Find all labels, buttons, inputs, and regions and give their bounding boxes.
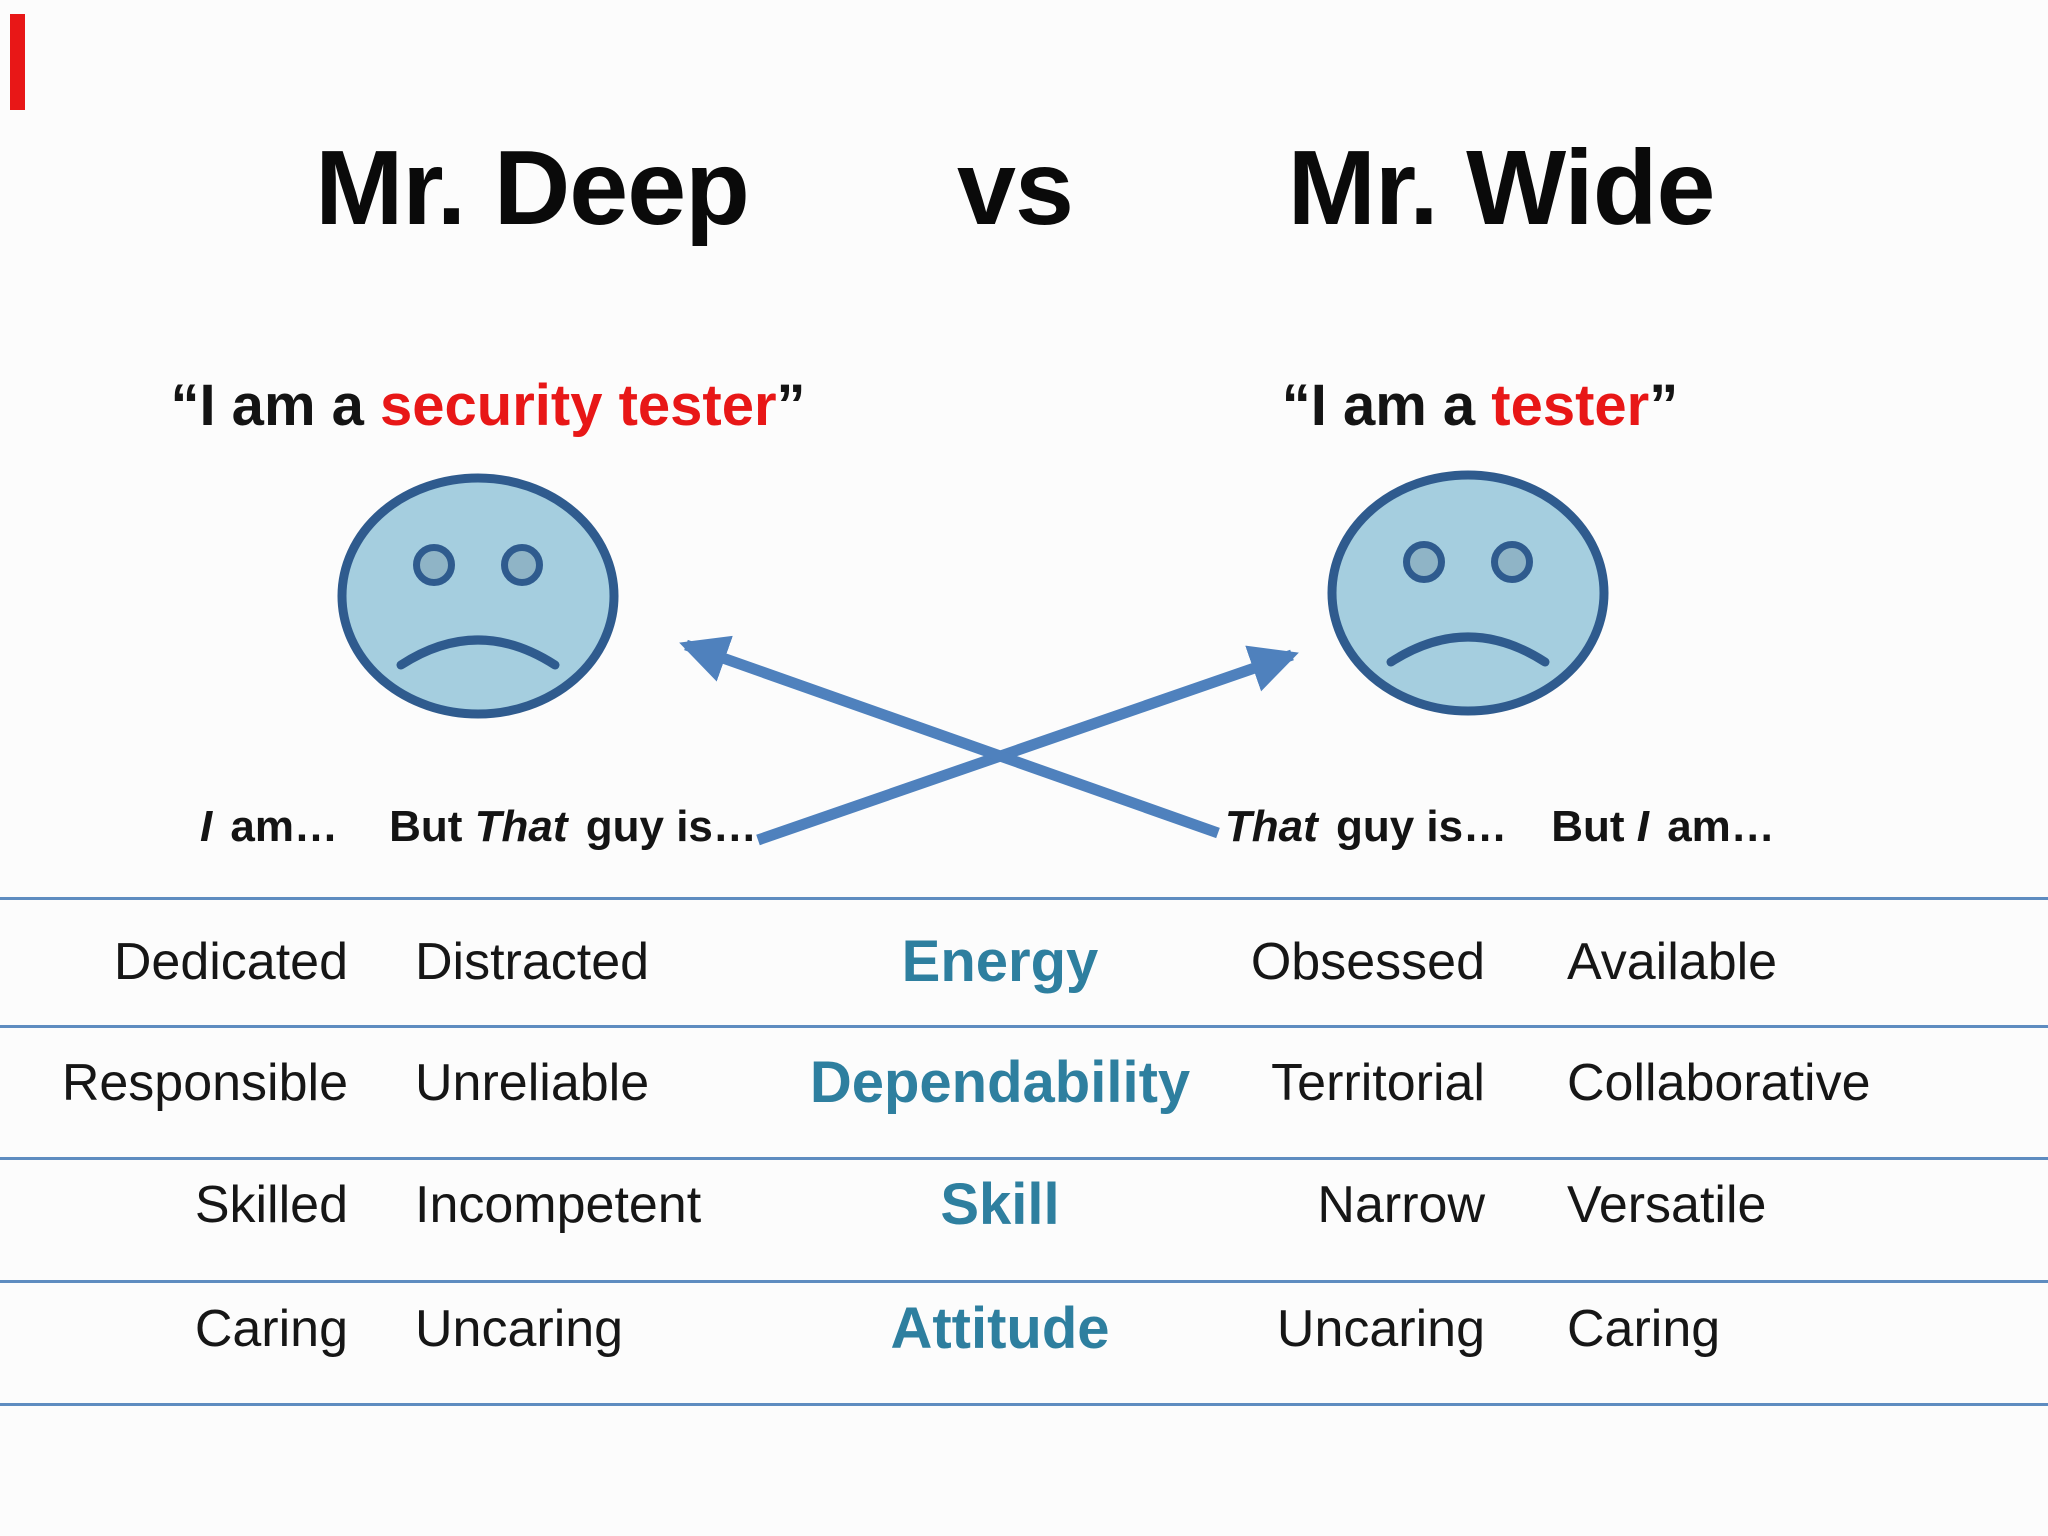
quote-right-close: ” (1649, 373, 1679, 438)
frowny-face-right-icon (1327, 470, 1609, 716)
cell-left-self: Skilled (194, 1176, 348, 1234)
arrow-to-right-face (756, 645, 1299, 846)
cell-right-other: Territorial (1271, 1054, 1485, 1112)
page-title-left: Mr. Deep (315, 129, 750, 247)
header-italic-word: That (474, 802, 568, 851)
arrow-to-left-face (679, 635, 1220, 839)
red-corner-mark (10, 14, 25, 110)
quote-left: “I am a security tester” (170, 372, 805, 439)
frowny-face-left-icon (337, 473, 619, 719)
right-eye-icon (501, 544, 543, 586)
cell-right-self: Collaborative (1567, 1054, 1871, 1112)
header-rest: guy is… (1323, 802, 1508, 851)
header-right-that-guy: That guy is… (1225, 802, 1507, 852)
table-line (0, 1280, 2048, 1283)
table-row: Skilled Incompetent Skill Narrow Versati… (0, 1165, 2048, 1245)
header-italic-word: I (1636, 802, 1649, 851)
cell-right-self: Versatile (1567, 1176, 1767, 1234)
header-rest: am… (1654, 802, 1775, 851)
page-title-vs: vs (957, 129, 1074, 247)
header-pre: But (1551, 802, 1637, 851)
page-title-right: Mr. Wide (1287, 129, 1716, 247)
cell-left-self: Caring (194, 1300, 348, 1358)
table-line (0, 1403, 2048, 1406)
quote-right-black: I am a (1310, 373, 1492, 438)
quote-left-close: ” (776, 373, 806, 438)
quote-left-red: security tester (380, 373, 777, 438)
cell-right-other: Narrow (1317, 1176, 1485, 1234)
cell-right-other: Obsessed (1250, 933, 1485, 991)
table-row: Responsible Unreliable Dependability Ter… (0, 1043, 2048, 1123)
quote-left-black: I am a (199, 373, 380, 438)
header-left-i-am: I am… (200, 802, 338, 852)
table-line (0, 1025, 2048, 1028)
cell-left-other: Unreliable (415, 1054, 650, 1112)
cell-left-other: Incompetent (415, 1176, 702, 1234)
cell-left-self: Responsible (61, 1054, 348, 1112)
header-italic-word: I (199, 802, 213, 851)
cell-category: Energy (901, 929, 1099, 994)
cell-right-self: Available (1567, 933, 1778, 991)
header-left-that-guy: But That guy is… (389, 802, 757, 852)
right-eye-icon (1491, 541, 1533, 583)
left-eye-icon (1403, 541, 1445, 583)
cell-category: Attitude (890, 1296, 1110, 1361)
header-italic-word: That (1224, 802, 1318, 851)
frown-mouth (396, 635, 560, 670)
table-row: Dedicated Distracted Energy Obsessed Ava… (0, 922, 2048, 1002)
quote-right-red: tester (1491, 373, 1650, 438)
cell-category: Skill (940, 1172, 1060, 1237)
table-line (0, 897, 2048, 900)
cell-left-other: Uncaring (415, 1300, 624, 1358)
cell-right-self: Caring (1567, 1300, 1721, 1358)
left-eye-icon (413, 544, 455, 586)
cell-left-self: Dedicated (113, 933, 348, 991)
table-line (0, 1157, 2048, 1160)
header-rest: am… (218, 802, 339, 851)
frown-mouth (1386, 632, 1550, 667)
header-rest: guy is… (573, 802, 757, 851)
table-row: Caring Uncaring Attitude Uncaring Caring (0, 1289, 2048, 1369)
cell-left-other: Distracted (415, 933, 650, 991)
quote-left-open: “ (170, 373, 200, 438)
cell-right-other: Uncaring (1276, 1300, 1485, 1358)
cell-category: Dependability (809, 1050, 1191, 1115)
header-pre: But (389, 802, 475, 851)
quote-right: “I am a tester” (1282, 372, 1679, 439)
quote-right-open: “ (1281, 373, 1311, 438)
header-right-but-i-am: But I am… (1551, 802, 1775, 852)
